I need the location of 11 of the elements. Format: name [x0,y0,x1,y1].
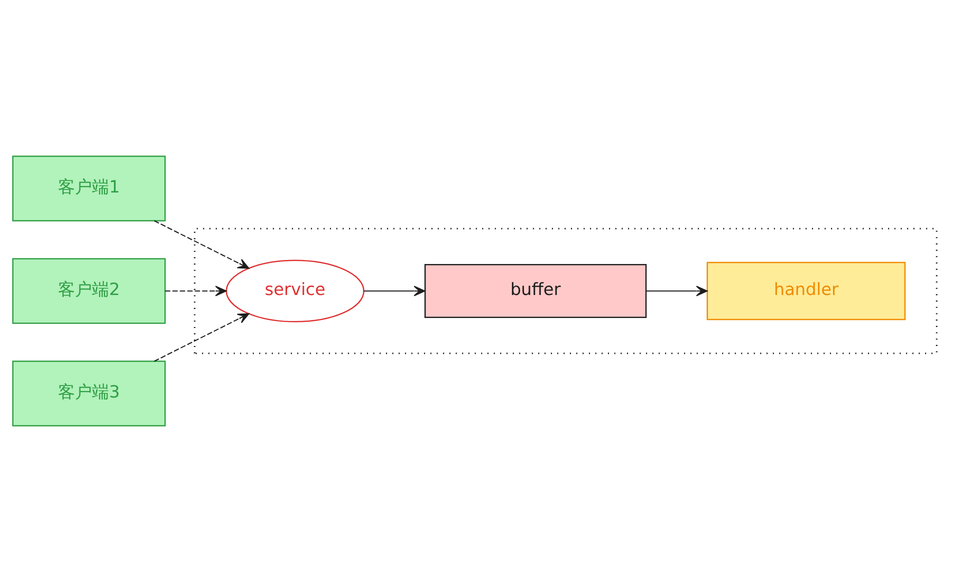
node-box: 客户端1 [12,156,166,222]
node-box: 客户端2 [12,258,166,324]
node-box: 客户端3 [12,360,166,426]
node-box: handler [706,262,906,320]
cluster [194,228,938,354]
arrow [154,313,250,362]
node-box: buffer [424,264,647,318]
arrow [646,286,708,296]
arrow [165,286,227,296]
arrow [364,286,426,296]
arrow [154,220,250,269]
